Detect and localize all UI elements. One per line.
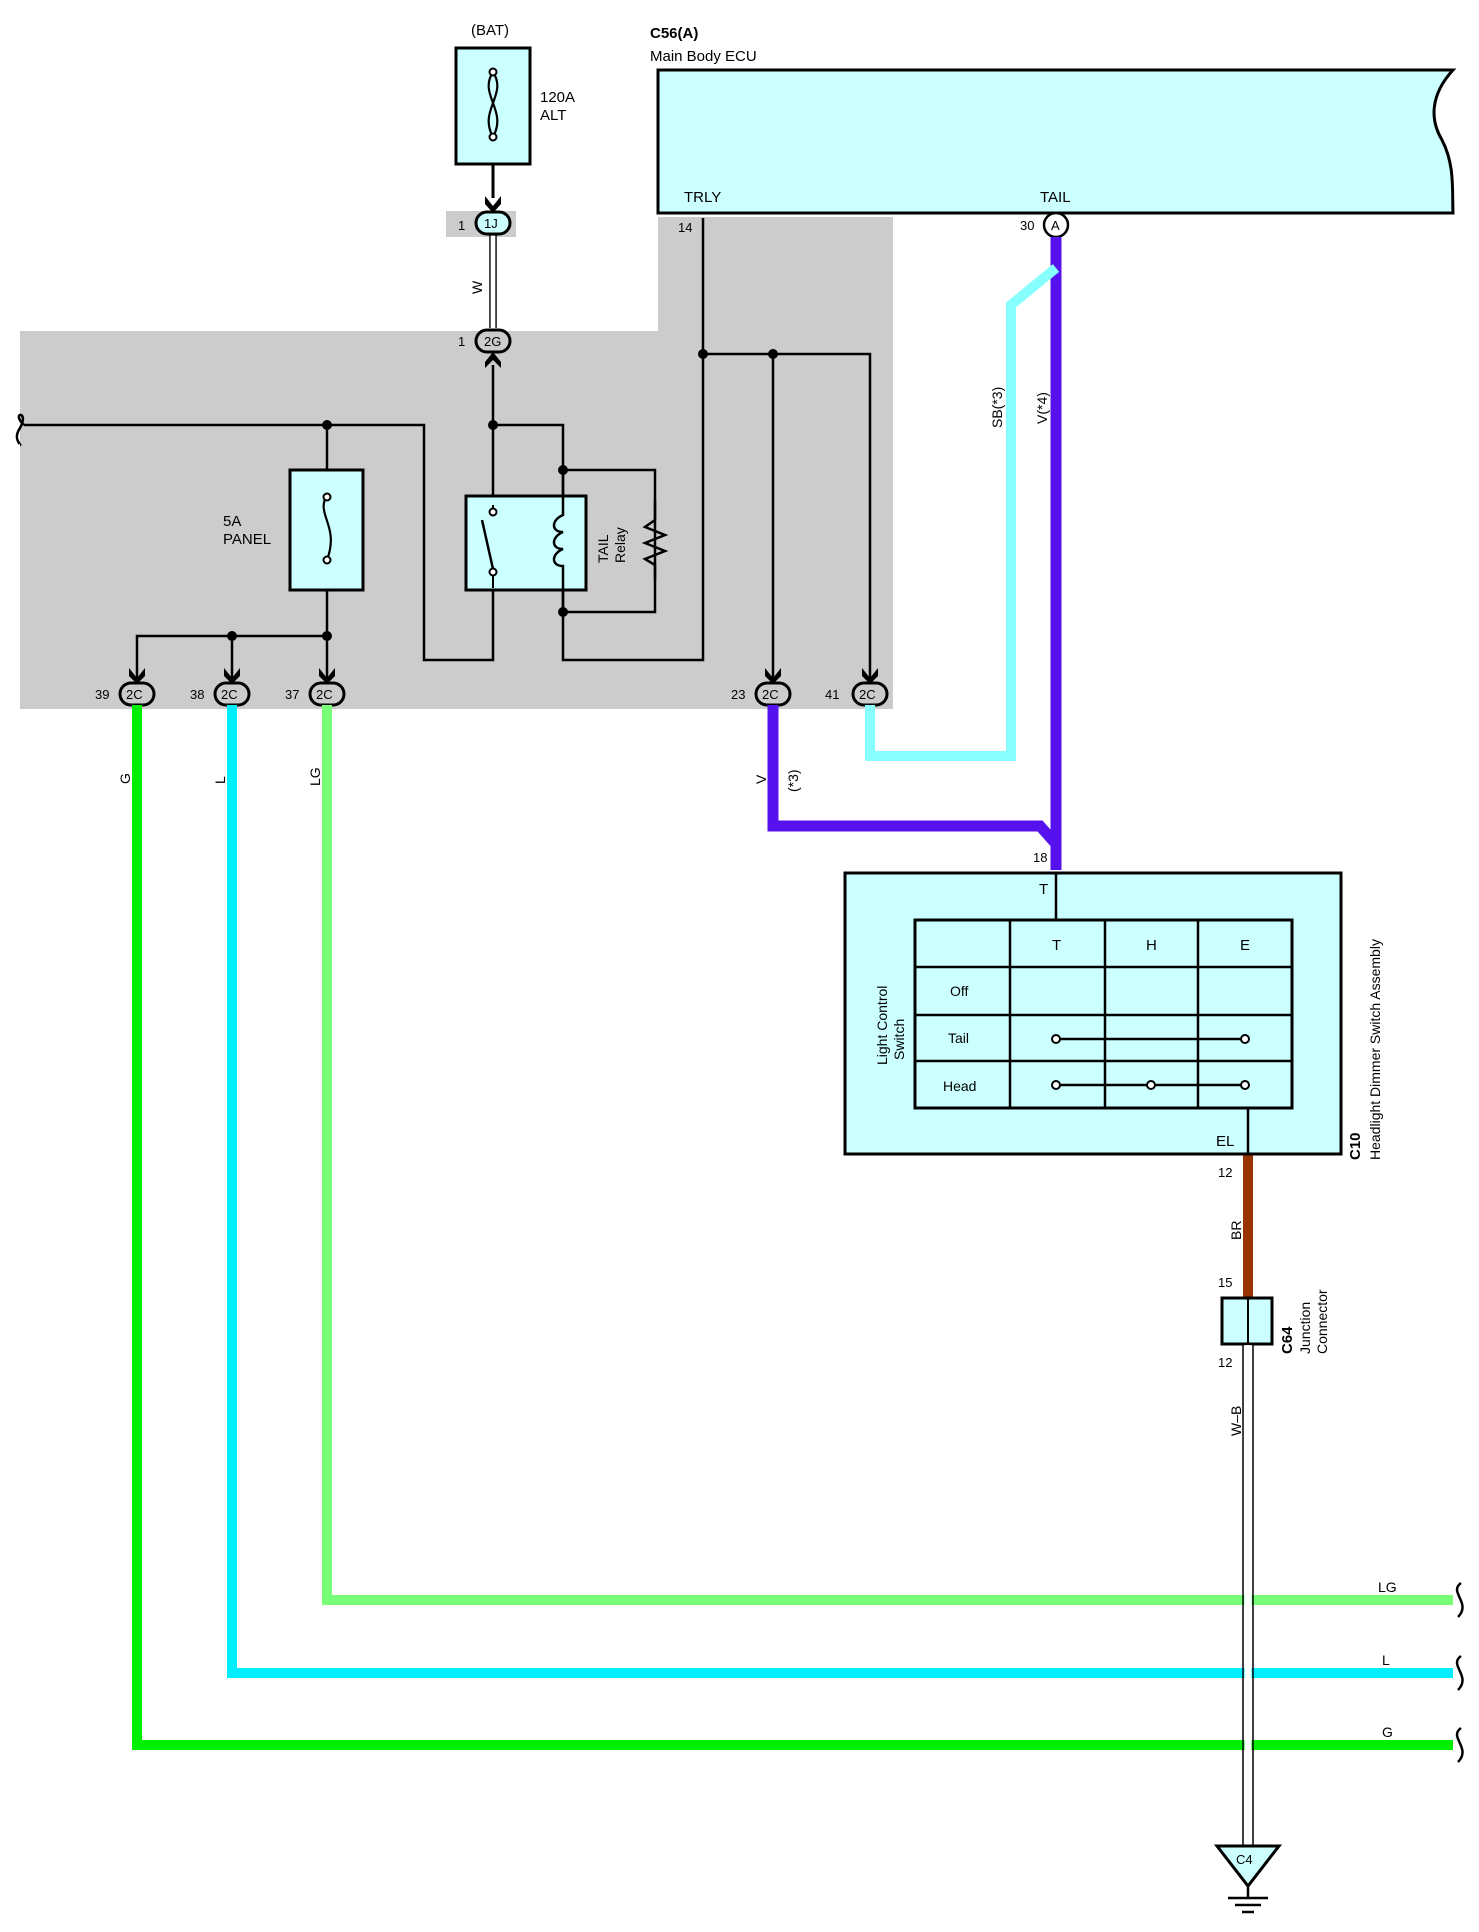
pin-38: 38 [190,687,204,702]
switch-pin-t-label: T [1039,881,1048,898]
wire-label-v4: V(*4) [1034,392,1050,424]
conn-1j: 1J [484,216,498,231]
relay-name-2: Relay [612,527,628,563]
pin-1j: 1 [458,218,465,233]
ecu-pin-trly-label: TRLY [684,189,721,206]
ground-id: C4 [1236,1852,1253,1867]
connector-2c-23: 2C 23 [731,668,792,707]
relay-name-1: TAIL [595,534,611,563]
pin-37: 37 [285,687,299,702]
switch-pin-t-no: 18 [1033,850,1047,865]
light-control-switch-table: T H E Off Tail Head Light Control Switch [874,918,1294,1110]
alt-fuse-rating: 120A [540,89,575,106]
row-head: Head [943,1078,976,1094]
headlight-dimmer-switch: 18 T EL 12 C10 Headlight Dimmer Switch A… [843,850,1383,1180]
panel-fuse-rating: 5A [223,513,241,530]
wire-label-wb: W–B [1228,1406,1244,1436]
ecu-pin-tail-no: 30 [1020,218,1034,233]
ecu-pin-tail-conn: A [1051,218,1060,233]
main-body-ecu: C56(A) Main Body ECU TRLY TAIL [650,25,1457,215]
col-e: E [1240,937,1250,954]
row-off: Off [950,983,969,999]
tail-relay: TAIL Relay [464,470,669,612]
ecu-pin-tail-label: TAIL [1040,189,1071,206]
panel-fuse: 5A PANEL [223,468,365,592]
wb-wire [1242,1344,1254,1845]
alt-fuse: (BAT) 120A ALT [454,22,575,166]
wire-label-br: BR [1228,1221,1244,1240]
conn-2c-38: 2C [221,687,238,702]
ecu-pin-trly-no: 14 [678,220,692,235]
connector-2c-41: 2C 41 [825,668,889,707]
ecu-name: Main Body ECU [650,48,757,65]
conn-2c-37: 2C [316,687,333,702]
wire-label-v: V [753,774,769,784]
c64-pin-top: 15 [1218,1275,1232,1290]
col-t: T [1052,937,1061,954]
wire-label-lg: LG [307,767,323,786]
switch-id: C10 [1347,1132,1364,1160]
col-h: H [1146,937,1157,954]
wire-label-sb: SB(*3) [989,387,1005,428]
junction-connector-c64: 15 12 C64 Junction Connector [1218,1275,1330,1370]
ground-c4: C4 [1213,1844,1283,1914]
conn-2c-41: 2C [859,687,876,702]
pin-2g: 1 [458,334,465,349]
c64-name-1: Junction [1297,1302,1313,1354]
switch-name: Headlight Dimmer Switch Assembly [1367,939,1383,1160]
connector-2c-39: 2C 39 [95,668,156,707]
switch-pin-el-label: EL [1216,1133,1234,1150]
ecu-pin-tail: A 30 [1020,211,1070,239]
conn-2c-23: 2C [762,687,779,702]
connector-2c-38: 2C 38 [190,668,251,707]
pin-41: 41 [825,687,839,702]
pin-23: 23 [731,687,745,702]
table-title-1: Light Control [874,986,890,1065]
wire-label-right-g: G [1382,1724,1393,1740]
table-title-2: Switch [891,1019,907,1060]
wire-label-l: L [212,776,228,784]
battery-label: (BAT) [471,22,509,39]
panel-fuse-name: PANEL [223,531,271,548]
connector-2g: 1 2G [458,328,512,368]
conn-2g: 2G [484,334,501,349]
wire-label-right-lg: LG [1378,1579,1397,1595]
conn-2c-39: 2C [126,687,143,702]
wire-label-v-note: (*3) [785,769,801,792]
connector-1j: 1 1J [458,196,512,236]
junction-block-area [20,217,893,709]
pin-39: 39 [95,687,109,702]
wire-label-right-l: L [1382,1652,1390,1668]
wire-label-g: G [117,773,133,784]
row-tail: Tail [948,1030,969,1046]
alt-fuse-name: ALT [540,107,566,124]
ecu-id: C56(A) [650,25,698,42]
colored-wires [132,237,1453,1750]
switch-pin-el-no: 12 [1218,1165,1232,1180]
c64-name-2: Connector [1314,1289,1330,1354]
junction-dots [227,349,778,641]
wire-label-w: W [469,280,485,294]
c64-pin-bottom: 12 [1218,1355,1232,1370]
c64-id: C64 [1279,1326,1296,1354]
wire-break-marks [1455,1581,1464,1763]
